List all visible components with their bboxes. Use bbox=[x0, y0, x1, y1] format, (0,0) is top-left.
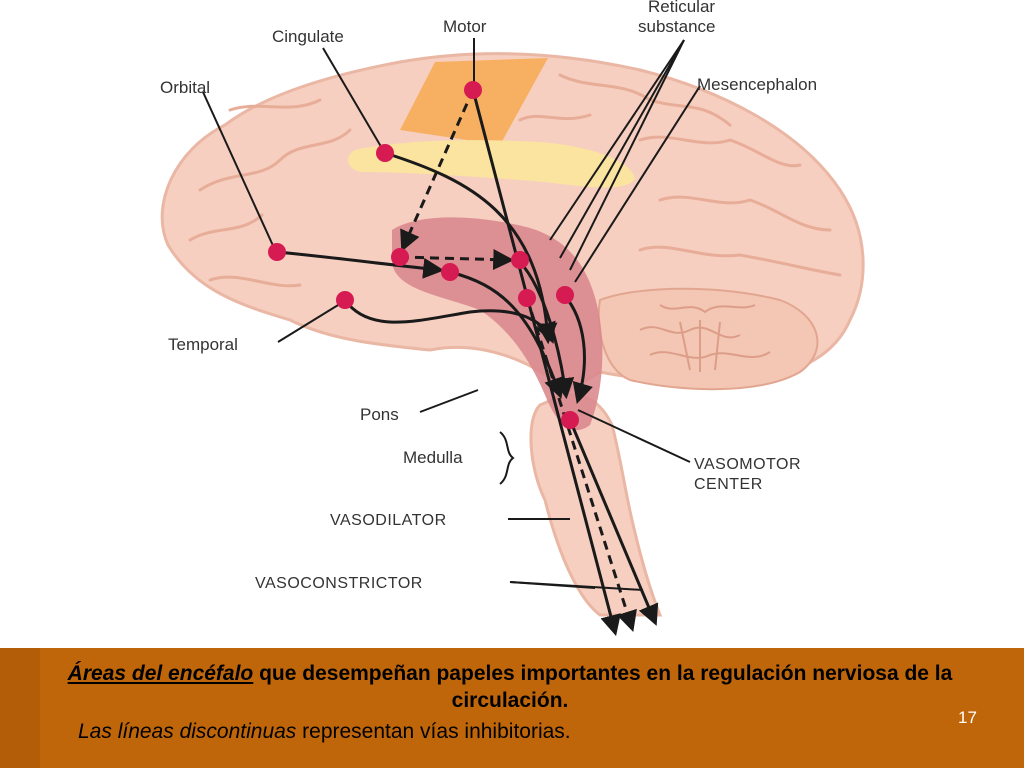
caption-note-rest: representan vías inhibitorias. bbox=[296, 720, 571, 743]
motor-area bbox=[400, 58, 548, 145]
mesencephalon-node bbox=[511, 251, 529, 269]
caption-title-underlined: Áreas del encéfalo bbox=[67, 662, 254, 685]
dashed-pathways bbox=[399, 89, 637, 633]
caption-note-italic: Las líneas discontinuas bbox=[78, 720, 297, 743]
hypothalamus-node-2 bbox=[441, 263, 459, 281]
leader-lines bbox=[202, 38, 701, 591]
caption-bar-edge bbox=[0, 648, 40, 768]
solid-pathways bbox=[276, 89, 659, 637]
caption-title-rest: que desempeñan papeles importantes en la… bbox=[253, 662, 953, 712]
temporal-node bbox=[336, 291, 354, 309]
label-orbital: Orbital bbox=[160, 78, 210, 97]
label-mesencephalon: Mesencephalon bbox=[697, 75, 817, 94]
caption-note: Las líneas discontinuas representan vías… bbox=[78, 719, 571, 745]
hypothalamus-node-1 bbox=[391, 248, 409, 266]
internal-pathway-2 bbox=[518, 261, 575, 400]
brain-diagram: Cingulate Motor Reticular substance Orbi… bbox=[160, 0, 865, 637]
label-reticular-2: substance bbox=[638, 17, 716, 36]
label-pons: Pons bbox=[360, 405, 399, 424]
slide-number: 17 bbox=[958, 708, 977, 727]
caption-title: Áreas del encéfalo que desempeñan papele… bbox=[40, 660, 980, 714]
temporal-pathway bbox=[343, 299, 556, 344]
label-cingulate: Cingulate bbox=[272, 27, 344, 46]
label-temporal: Temporal bbox=[168, 335, 238, 354]
label-vasodilator: VASODILATOR bbox=[330, 512, 447, 529]
descending-inhibitory-pathway bbox=[525, 297, 637, 633]
cingulate-node bbox=[376, 144, 394, 162]
label-reticular-1: Reticular bbox=[648, 0, 715, 16]
label-vasoconstrictor: VASOCONSTRICTOR bbox=[255, 575, 423, 592]
horizontal-inhibitory-pathway bbox=[399, 249, 515, 271]
orbital-pathway bbox=[276, 250, 445, 279]
label-vasomotor-1: VASOMOTOR bbox=[694, 456, 801, 473]
reticular-node-2 bbox=[556, 286, 574, 304]
label-medulla: Medulla bbox=[403, 448, 463, 467]
vasoconstrictor-pathway bbox=[568, 419, 659, 626]
orbital-node bbox=[268, 243, 286, 261]
nodes bbox=[268, 81, 579, 429]
cerebellum bbox=[597, 287, 819, 391]
caption-bar: Áreas del encéfalo que desempeñan papele… bbox=[0, 648, 1024, 768]
vasodilator-pathway bbox=[471, 89, 621, 637]
label-vasomotor-2: CENTER bbox=[694, 476, 763, 493]
motor-node bbox=[464, 81, 482, 99]
internal-pathway-1 bbox=[449, 270, 565, 399]
reticular-node-1 bbox=[518, 289, 536, 307]
vasomotor-center-node bbox=[561, 411, 579, 429]
label-motor: Motor bbox=[443, 17, 487, 36]
reticular-pathway bbox=[563, 295, 593, 405]
